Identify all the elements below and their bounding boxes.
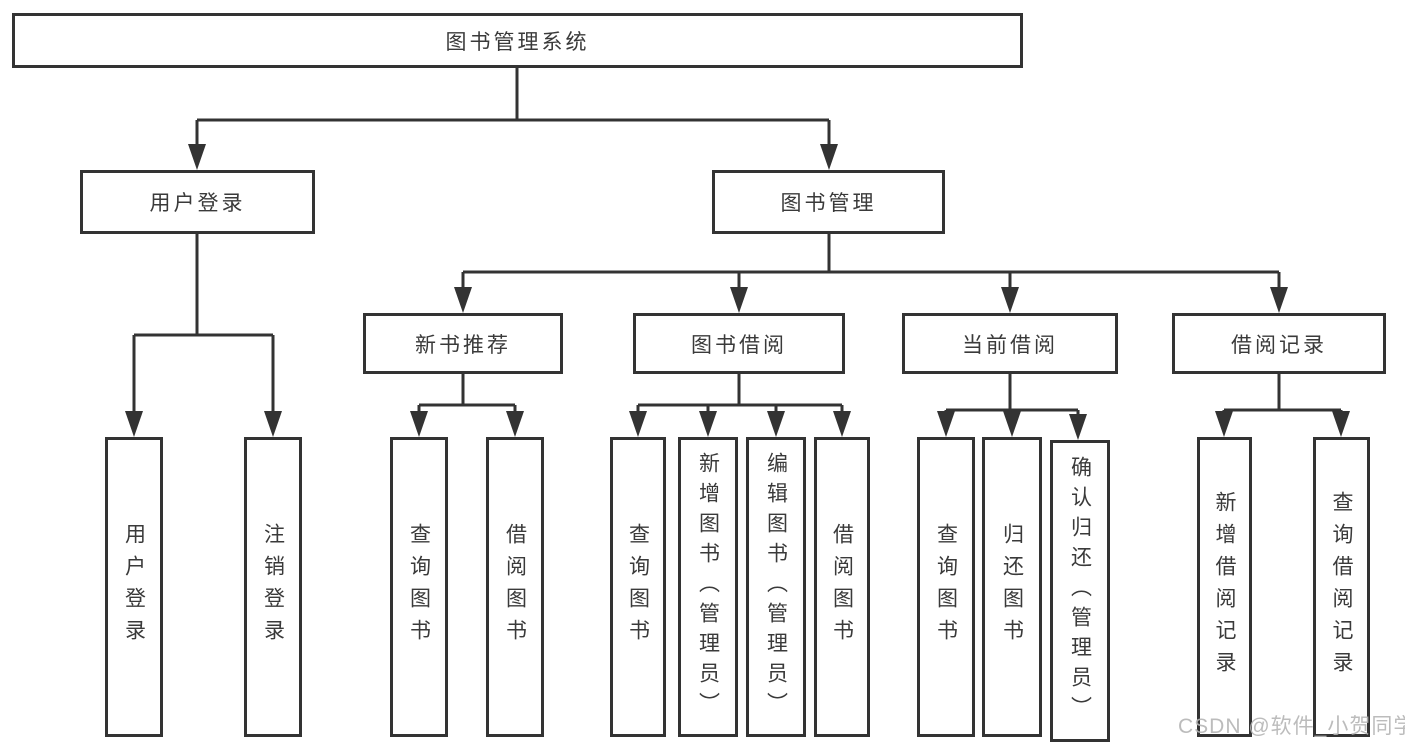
arrowheads bbox=[125, 144, 1350, 440]
leaf-label: 注销登录 bbox=[261, 523, 285, 651]
leaf-label: 查询图书 bbox=[934, 523, 958, 651]
leaf-edit-book-admin: 编辑图书（管理员） bbox=[746, 437, 806, 737]
node-label: 图书管理 bbox=[780, 192, 877, 215]
leaf-label: 查询图书 bbox=[626, 523, 650, 651]
leaf-label: 借阅图书 bbox=[830, 523, 854, 651]
leaf-confirm-return-admin: 确认归还（管理员） bbox=[1050, 440, 1110, 742]
node-library-management-system: 图书管理系统 bbox=[12, 13, 1023, 68]
leaf-label: 归还图书 bbox=[1000, 523, 1024, 651]
leaf-logout: 注销登录 bbox=[244, 437, 302, 737]
csdn-watermark: CSDN @软件_小贺同学 bbox=[1178, 715, 1405, 738]
node-label: 用户登录 bbox=[149, 192, 246, 215]
node-label: 借阅记录 bbox=[1231, 333, 1327, 357]
leaf-add-book-admin: 新增图书（管理员） bbox=[678, 437, 738, 737]
leaf-label: 确认归还（管理员） bbox=[1068, 456, 1092, 726]
leaf-user-login: 用户登录 bbox=[105, 437, 163, 737]
leaf-label: 查询图书 bbox=[407, 523, 431, 651]
leaf-borrow-books: 借阅图书 bbox=[814, 437, 870, 737]
node-new-book-recommend: 新书推荐 bbox=[363, 313, 563, 374]
node-book-management: 图书管理 bbox=[712, 170, 945, 234]
leaf-label: 编辑图书（管理员） bbox=[764, 452, 788, 722]
node-current-borrow: 当前借阅 bbox=[902, 313, 1118, 374]
leaf-query-books-recommend: 查询图书 bbox=[390, 437, 448, 737]
node-label: 新书推荐 bbox=[415, 333, 511, 357]
leaf-label: 借阅图书 bbox=[503, 523, 527, 651]
node-borrow-records: 借阅记录 bbox=[1172, 313, 1386, 374]
node-label: 图书管理系统 bbox=[445, 30, 590, 54]
node-book-borrow: 图书借阅 bbox=[633, 313, 845, 374]
leaf-label: 查询借阅记录 bbox=[1330, 491, 1353, 683]
node-label: 当前借阅 bbox=[962, 333, 1058, 357]
leaf-borrow-books-recommend: 借阅图书 bbox=[486, 437, 544, 737]
node-user-login: 用户登录 bbox=[80, 170, 315, 234]
leaf-label: 新增借阅记录 bbox=[1213, 491, 1236, 683]
leaf-add-borrow-record: 新增借阅记录 bbox=[1197, 437, 1252, 737]
leaf-label: 新增图书（管理员） bbox=[696, 452, 720, 722]
leaf-query-books-borrow: 查询图书 bbox=[610, 437, 666, 737]
leaf-return-book: 归还图书 bbox=[982, 437, 1042, 737]
node-label: 图书借阅 bbox=[691, 333, 787, 357]
leaf-label: 用户登录 bbox=[122, 523, 146, 651]
leaf-query-books-current: 查询图书 bbox=[917, 437, 975, 737]
leaf-query-borrow-record: 查询借阅记录 bbox=[1313, 437, 1370, 737]
